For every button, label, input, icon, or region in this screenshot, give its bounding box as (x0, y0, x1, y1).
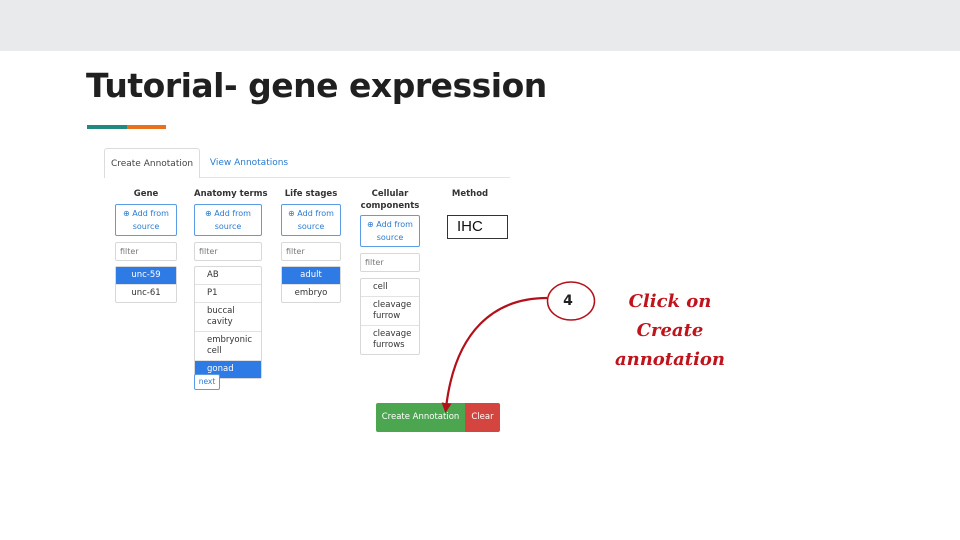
callout-line-2: annotation (614, 349, 726, 370)
gene-header: Gene (133, 189, 159, 199)
slide-title: Tutorial- gene expression (86, 66, 547, 105)
life-stages-list: adult embryo (281, 266, 341, 303)
cellular-filter-input[interactable]: filter (360, 253, 420, 272)
cellular-components-header-text: Cellular components (360, 189, 420, 211)
list-item[interactable]: cleavage furrows (373, 329, 412, 350)
slide-header-band (0, 0, 960, 51)
method-header: Method (451, 189, 489, 199)
list-item[interactable]: cleavage furrow (361, 297, 419, 326)
list-item[interactable]: unc-61 (131, 288, 161, 298)
gene-list: unc-59 unc-61 (115, 266, 177, 303)
step-number: 4 (563, 293, 573, 309)
life-stages-add-from-source-button[interactable]: ⊕ Add from source (281, 204, 341, 236)
anatomy-next-button[interactable]: next (194, 374, 220, 390)
gene-filter-input[interactable]: filter (115, 242, 177, 261)
tab-create-annotation[interactable]: Create Annotation (104, 148, 200, 178)
gene-add-from-source-button[interactable]: ⊕ Add from source (115, 204, 177, 236)
create-annotation-button[interactable]: Create Annotation (376, 403, 465, 432)
list-item[interactable]: buccal cavity (195, 303, 261, 332)
anatomy-list: AB P1 buccal cavity embryonic cell gonad (194, 266, 262, 379)
title-accent-teal (87, 125, 127, 129)
method-input[interactable]: IHC (447, 215, 508, 239)
anatomy-filter-input[interactable]: filter (194, 242, 262, 261)
list-item[interactable]: cell (361, 279, 419, 297)
list-item[interactable]: embryo (294, 288, 328, 298)
annotation-app-screenshot: Create Annotation View Annotations Gene … (100, 144, 512, 442)
anatomy-terms-header: Anatomy terms (194, 189, 268, 199)
cellular-list: cell cleavage furrow cleavage furrows (360, 278, 420, 355)
callout-line-1: Click on Create (628, 291, 712, 341)
list-item[interactable]: gonad (195, 361, 261, 378)
cellular-components-header: Cellular components (360, 188, 420, 212)
list-item[interactable]: embryonic cell (195, 332, 261, 361)
life-stages-filter-input[interactable]: filter (281, 242, 341, 261)
callout-text: Click on Create annotation (594, 287, 746, 374)
cellular-add-from-source-button[interactable]: ⊕ Add from source (360, 215, 420, 247)
list-item[interactable]: P1 (195, 285, 261, 303)
anatomy-add-from-source-button[interactable]: ⊕ Add from source (194, 204, 262, 236)
tab-view-annotations[interactable]: View Annotations (209, 158, 289, 168)
tab-divider (200, 177, 510, 178)
life-stages-header: Life stages (284, 189, 338, 199)
list-item[interactable]: adult (282, 267, 340, 285)
title-accent-orange (127, 125, 166, 129)
list-item[interactable]: AB (195, 267, 261, 285)
clear-button[interactable]: Clear (465, 403, 500, 432)
list-item[interactable]: unc-59 (116, 267, 176, 285)
